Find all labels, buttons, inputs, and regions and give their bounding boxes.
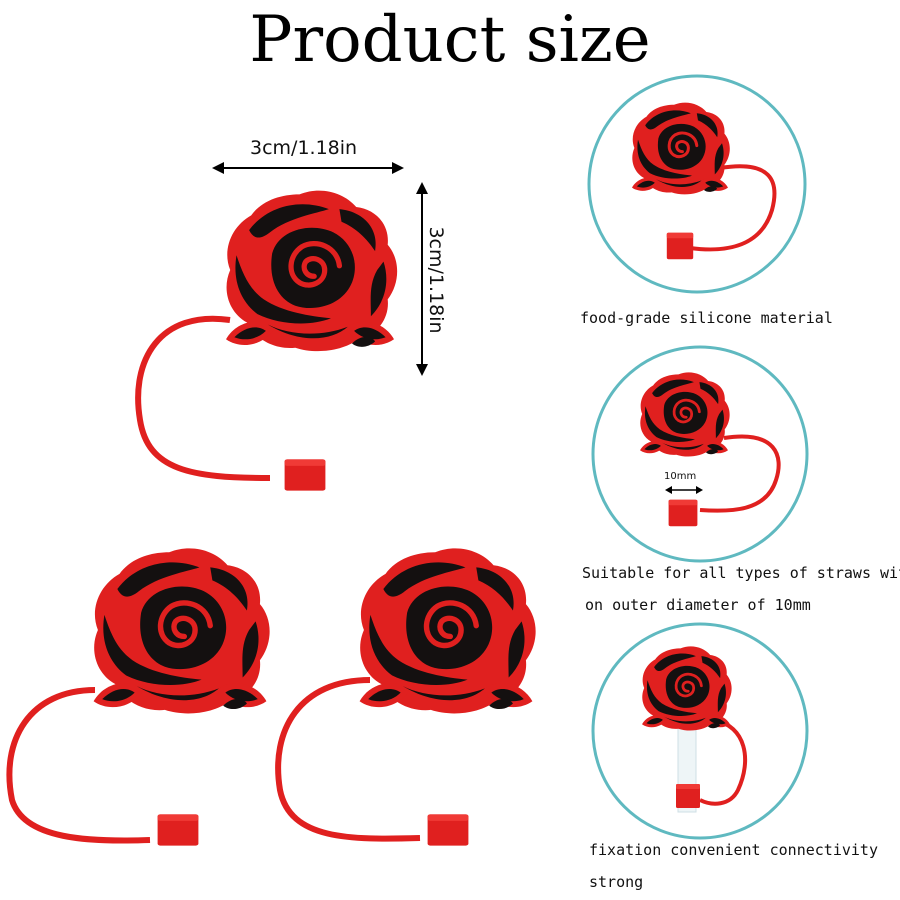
caption-fixation-line1: fixation convenient connectivity	[589, 841, 878, 859]
diameter-arrow	[665, 486, 703, 494]
page-title: Product size	[249, 3, 651, 77]
height-dimension-label: 3cm/1.18in	[425, 226, 447, 334]
rose-topper-main	[135, 191, 397, 491]
detail-circle-material	[587, 74, 807, 294]
detail-circle-fixation	[591, 622, 809, 840]
width-arrow	[212, 162, 404, 174]
width-dimension-label: 3cm/1.18in	[250, 137, 358, 159]
inner-diameter-label: 10mm	[664, 471, 697, 482]
caption-fixation-line2: strong	[589, 873, 644, 891]
caption-material: food-grade silicone material	[580, 309, 833, 327]
caption-suitability-line2: on outer diameter of 10mm	[585, 596, 811, 614]
caption-suitability-line1: Suitable for all types of straws with	[582, 564, 900, 582]
rose-topper-bottom-left	[6, 548, 269, 846]
detail-circle-diameter	[591, 345, 809, 563]
rose-topper-bottom-middle	[275, 548, 536, 846]
height-arrow	[416, 182, 428, 376]
